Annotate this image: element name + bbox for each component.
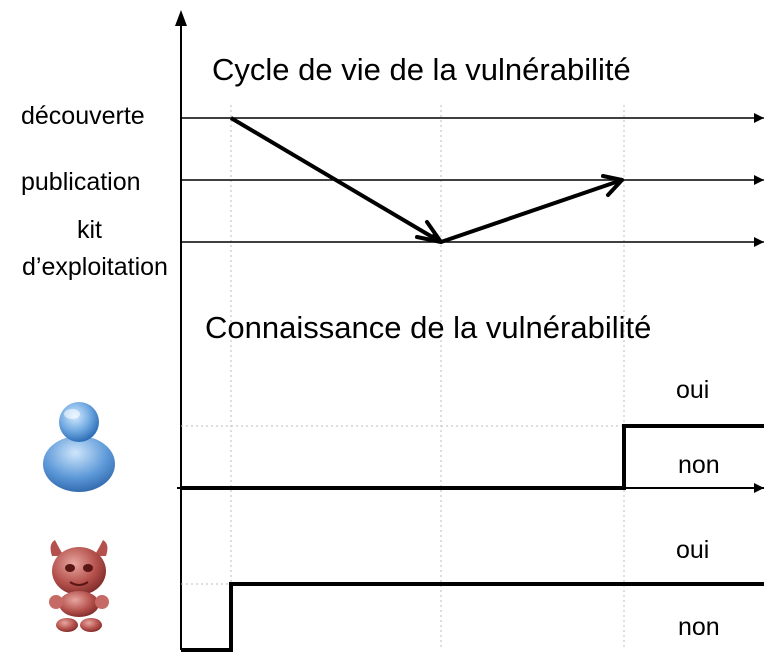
knowledge-title: Connaissance de la vulnérabilité bbox=[205, 310, 652, 345]
attacker-yes-label: oui bbox=[676, 536, 710, 564]
exploit-kit-timeline-arrowhead bbox=[754, 237, 764, 247]
discovery-to-exploit-arrow bbox=[229, 116, 441, 243]
user-knowledge-signal bbox=[181, 424, 764, 490]
publication-label: publication bbox=[21, 168, 141, 196]
discovery-label: découverte bbox=[21, 102, 145, 130]
exploit-to-publication-arrowhead bbox=[601, 174, 624, 197]
devil-icon bbox=[49, 540, 109, 632]
attacker-no-label: non bbox=[678, 613, 720, 641]
user-icon bbox=[43, 402, 115, 492]
exploit-kit-label-line2: d’exploitation bbox=[22, 253, 168, 281]
vertical-axis-arrowhead bbox=[175, 10, 187, 26]
discovery-timeline-arrowhead bbox=[754, 113, 764, 123]
attacker-knowledge-signal bbox=[181, 582, 764, 652]
exploit-kit-label-line1: kit bbox=[77, 216, 102, 244]
lifecycle-title: Cycle de vie de la vulnérabilité bbox=[212, 52, 631, 87]
discovery-to-exploit-arrowhead bbox=[415, 220, 443, 244]
user-state-axis-arrowhead bbox=[754, 483, 764, 493]
exploit-to-publication-arrow bbox=[440, 178, 623, 244]
user-no-label: non bbox=[678, 451, 720, 479]
user-yes-label: oui bbox=[676, 376, 710, 404]
publication-timeline-arrowhead bbox=[754, 175, 764, 185]
